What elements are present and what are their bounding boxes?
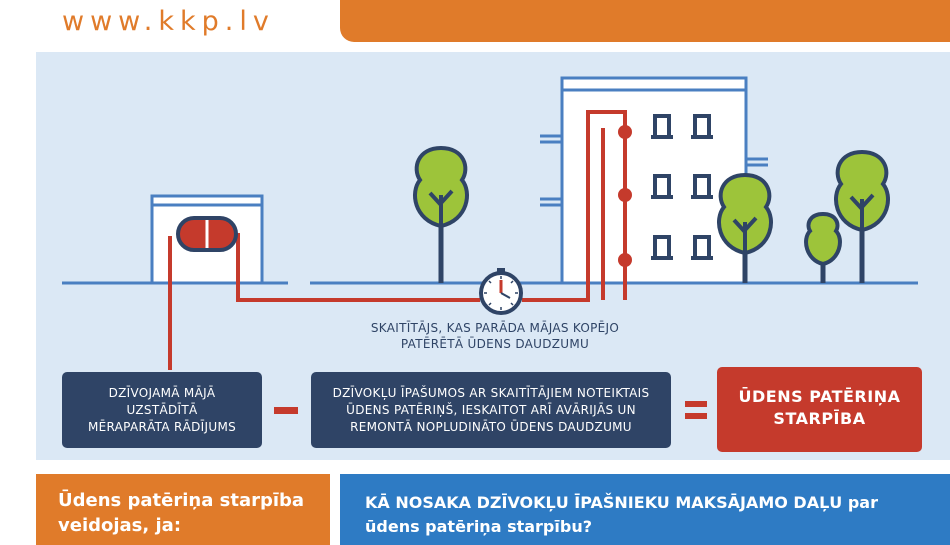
heading-line: ūdens patēriņa starpību? (365, 517, 592, 536)
tree-icon (804, 211, 842, 283)
box-line: ŪDENS PATĒRIŅŠ, IESKAITOT ARĪ AVĀRIJĀS U… (346, 403, 636, 417)
header-bar (340, 0, 950, 42)
payment-share-heading: KĀ NOSAKA DZĪVOKĻU ĪPAŠNIEKU MAKSĀJAMO D… (340, 474, 950, 545)
meter-caption-line: SKAITĪTĀJS, KAS PARĀDA MĀJAS KOPĒJO (370, 321, 620, 335)
gauge-icon (479, 268, 523, 315)
consumption-difference-box: ŪDENS PATĒRIŅA STARPĪBA (717, 367, 922, 452)
building-meter-reading-box: DZĪVOJAMĀ MĀJĀ UZSTĀDĪTĀ MĒRAPARĀTA RĀDĪ… (62, 372, 262, 448)
result-line: ŪDENS PATĒRIŅA (738, 387, 901, 406)
equals-sign-bottom (685, 413, 707, 419)
minus-sign (274, 407, 298, 414)
equals-sign-top (685, 401, 707, 407)
tree-icon (717, 172, 773, 283)
box-line: DZĪVOKĻU ĪPAŠUMOS AR SKAITĪTĀJIEM NOTEIK… (332, 386, 650, 400)
tree-icon (413, 145, 469, 283)
box-line: REMONTĀ NOPLUDINĀTO ŪDENS DAUDZUMU (350, 420, 632, 434)
result-line: STARPĪBA (773, 409, 866, 428)
apartment-consumption-box: DZĪVOKĻU ĪPAŠUMOS AR SKAITĪTĀJIEM NOTEIK… (311, 372, 671, 448)
pipe-joint-icon (618, 125, 632, 267)
pipe-icon (168, 110, 627, 370)
box-line: MĒRAPARĀTA RĀDĪJUMS (87, 420, 237, 434)
box-line: UZSTĀDĪTĀ (126, 403, 198, 417)
meter-caption: SKAITĪTĀJS, KAS PARĀDA MĀJAS KOPĒJO PATĒ… (330, 320, 660, 352)
site-url[interactable]: www.kkp.lv (62, 6, 275, 37)
heading-line: KĀ NOSAKA DZĪVOKĻU ĪPAŠNIEKU MAKSĀJAMO D… (365, 493, 878, 512)
heading-line: Ūdens patēriņa starpība (58, 490, 305, 511)
tree-icon (834, 149, 890, 283)
difference-causes-heading: Ūdens patēriņa starpība veidojas, ja: (36, 474, 330, 545)
heading-line: veidojas, ja: (58, 515, 182, 536)
water-meter-icon (176, 216, 238, 252)
box-line: DZĪVOJAMĀ MĀJĀ (108, 386, 216, 400)
meter-caption-line: PATĒRĒTĀ ŪDENS DAUDZUMU (400, 337, 590, 351)
